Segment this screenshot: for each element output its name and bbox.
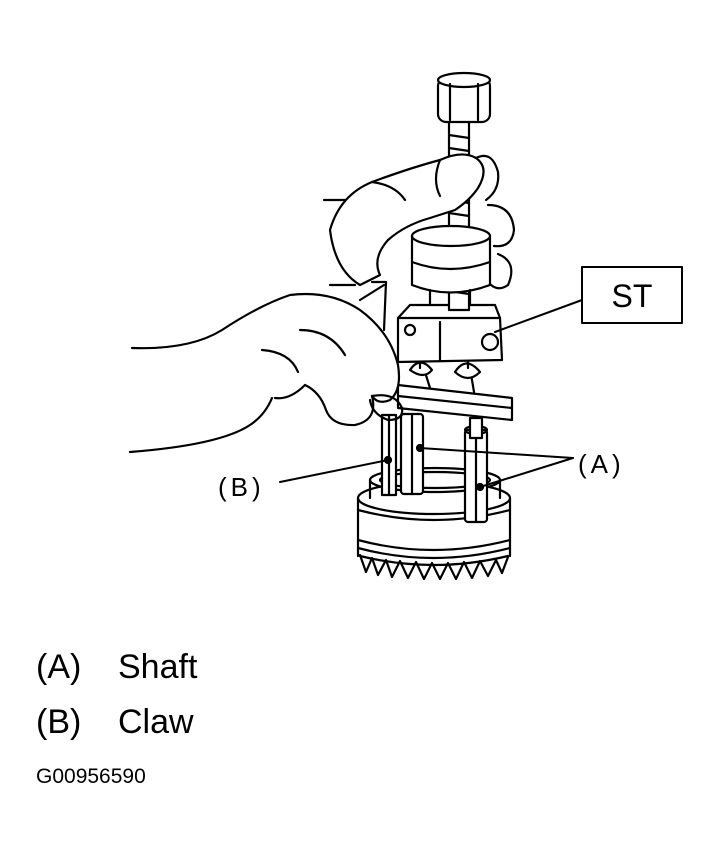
legend-item-a: (A) Shaft [36,647,197,687]
upper-hand [322,153,516,290]
legend-key-a: (A) [36,648,82,686]
shaft-rods [399,412,489,524]
legend-item-b: (B) Claw [36,702,194,742]
callout-st: ST [494,266,683,333]
figure-id: G00956590 [36,765,146,788]
legend-label-b: Claw [118,703,194,741]
callout-a-label: (A) [578,449,625,479]
gear-teeth [358,553,510,581]
special-tool-block [396,303,504,364]
top-knob [436,71,492,124]
callout-b-label: (B) [218,472,265,502]
legend-key-b: (B) [36,703,82,741]
puller-crossbar [396,366,514,422]
lower-hand [128,280,404,454]
cylinder-nut [410,224,492,307]
callout-b: (B) [218,455,393,502]
claw-legs [380,413,484,497]
legend-label-a: Shaft [118,648,198,686]
callout-st-label: ST [612,278,653,314]
callout-a: (A) [415,443,625,492]
